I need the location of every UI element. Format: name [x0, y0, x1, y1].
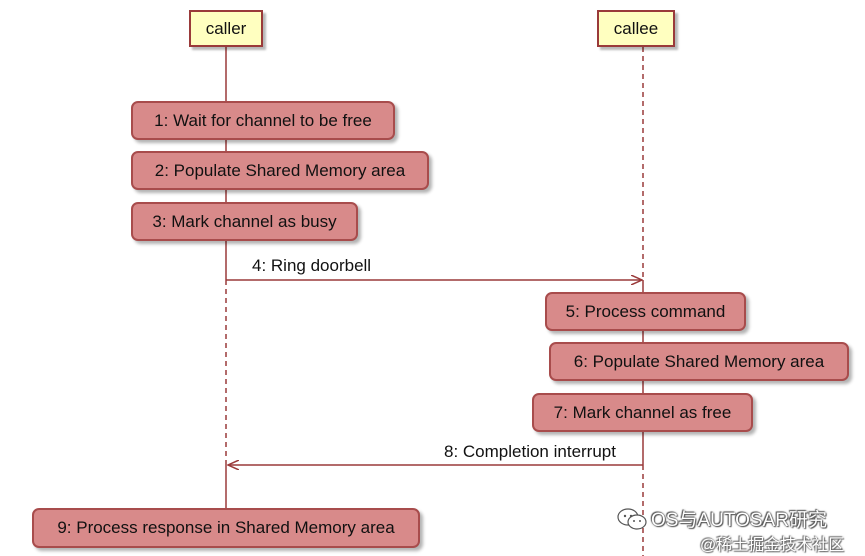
step-1-wait-for-channel: 1: Wait for channel to be free	[131, 101, 395, 140]
step-9-process-response: 9: Process response in Shared Memory are…	[32, 508, 420, 548]
step-2-populate-shared-memory: 2: Populate Shared Memory area	[131, 151, 429, 190]
step-7-mark-channel-free: 7: Mark channel as free	[532, 393, 753, 432]
step-3-mark-channel-busy: 3: Mark channel as busy	[131, 202, 358, 241]
message-8-label: 8: Completion interrupt	[444, 442, 616, 461]
caller-actor-box: caller	[189, 10, 263, 47]
step-6-populate-shared-memory: 6: Populate Shared Memory area	[549, 342, 849, 381]
wechat-icon	[617, 507, 647, 530]
message-4-label: 4: Ring doorbell	[252, 256, 372, 275]
watermark-community: @稀土掘金技术社区	[700, 537, 845, 554]
callee-actor-box: callee	[597, 10, 675, 47]
watermark-account-text: OS与AUTOSAR研究	[651, 510, 827, 531]
step-5-process-command: 5: Process command	[545, 292, 746, 331]
watermark-account: OS与AUTOSAR研究	[617, 505, 827, 532]
